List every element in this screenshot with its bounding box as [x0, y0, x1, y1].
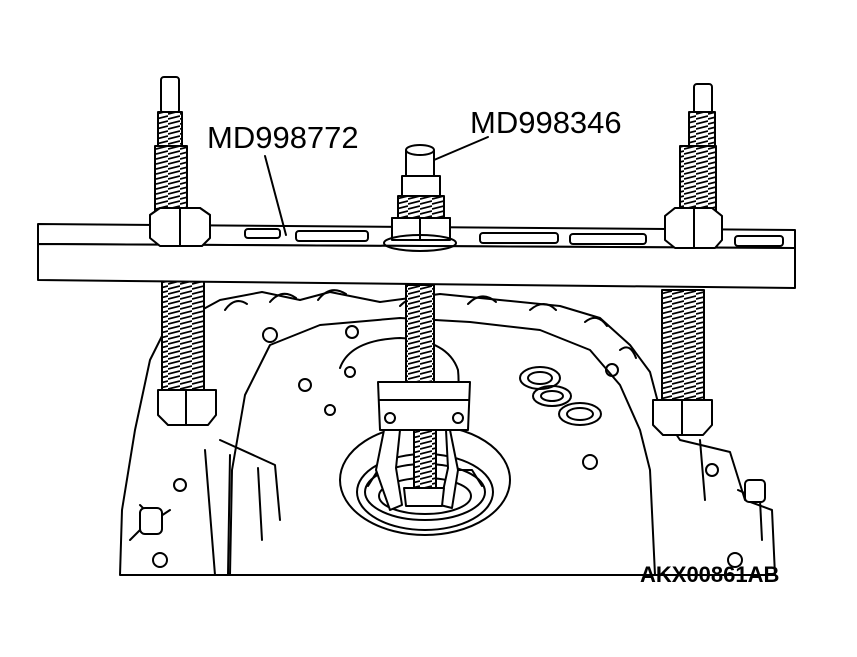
callout-md998772: MD998772: [207, 120, 359, 236]
callout-md998346: MD998346: [433, 105, 622, 161]
figure-id: AKX00861AB: [640, 562, 779, 587]
label-md998346: MD998346: [470, 105, 622, 140]
oil-passage-rings: [519, 366, 602, 426]
case-bolt-holes: [152, 325, 743, 568]
bar-tool-md998772: [37, 207, 796, 289]
label-md998772: MD998772: [207, 120, 359, 155]
